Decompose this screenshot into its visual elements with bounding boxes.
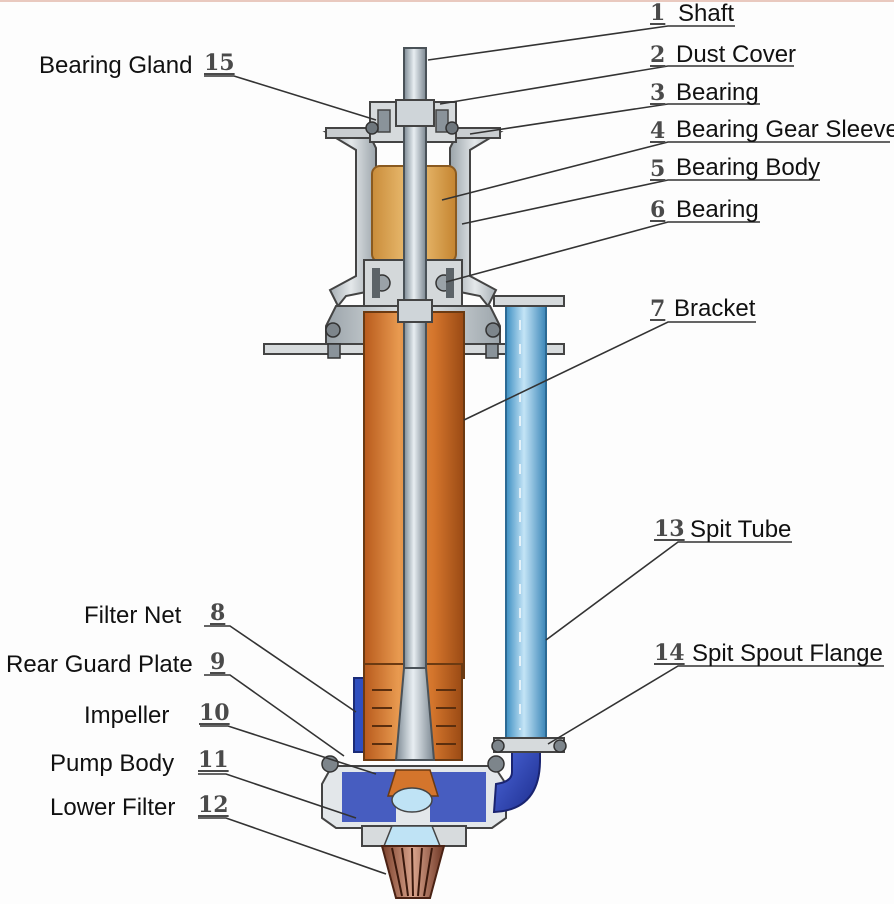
leader-6 xyxy=(445,221,760,283)
part-number-8: 8 xyxy=(210,600,226,626)
part-label-5: Bearing Body xyxy=(676,154,821,181)
part-label-7: Bracket xyxy=(674,295,756,322)
part-number-14: 14 xyxy=(654,640,685,666)
part-number-4: 4 xyxy=(650,118,666,144)
part-number-2: 2 xyxy=(650,42,666,68)
leader-lines xyxy=(198,25,890,875)
shaft xyxy=(394,47,436,761)
leader-13 xyxy=(545,541,792,641)
leader-7 xyxy=(463,321,756,421)
part-label-9: Rear Guard Plate xyxy=(6,651,193,678)
part-label-10: Impeller xyxy=(84,702,170,729)
leader-11 xyxy=(198,773,357,819)
part-number-9: 9 xyxy=(210,649,226,675)
spit-tube xyxy=(491,295,567,814)
leader-5 xyxy=(461,179,820,225)
part-label-14: Spit Spout Flange xyxy=(692,640,883,667)
top-divider xyxy=(0,0,894,2)
part-number-15: 15 xyxy=(204,50,235,76)
part-number-11: 11 xyxy=(198,747,229,773)
leader-2 xyxy=(439,65,794,105)
leader-14 xyxy=(547,665,884,745)
part-label-15: Bearing Gland xyxy=(39,52,193,79)
leader-10 xyxy=(200,725,377,775)
leader-1 xyxy=(427,25,735,61)
part-label-13: Spit Tube xyxy=(690,516,792,543)
part-label-12: Lower Filter xyxy=(50,794,176,821)
part-label-11: Pump Body xyxy=(50,750,175,777)
part-number-1: 1 xyxy=(650,0,666,26)
leader-4 xyxy=(441,141,890,201)
lower-filter xyxy=(380,845,446,899)
part-number-13: 13 xyxy=(654,516,685,542)
part-label-3: Bearing xyxy=(676,79,759,106)
part-number-3: 3 xyxy=(650,80,666,106)
part-number-12: 12 xyxy=(198,792,229,818)
part-label-6: Bearing xyxy=(676,196,759,223)
part-label-1: Shaft xyxy=(678,0,735,27)
part-label-2: Dust Cover xyxy=(676,41,797,68)
leader-12 xyxy=(198,817,387,875)
leader-9 xyxy=(204,674,345,757)
leader-3 xyxy=(469,103,760,135)
pump-body xyxy=(321,755,507,847)
part-number-5: 5 xyxy=(650,156,666,182)
part-number-6: 6 xyxy=(650,197,666,223)
part-label-4: Bearing Gear Sleeve xyxy=(676,116,894,143)
part-number-7: 7 xyxy=(650,296,666,322)
leader-8 xyxy=(204,625,357,713)
part-number-10: 10 xyxy=(199,700,230,726)
part-label-8: Filter Net xyxy=(84,602,182,629)
leader-15 xyxy=(204,75,377,121)
